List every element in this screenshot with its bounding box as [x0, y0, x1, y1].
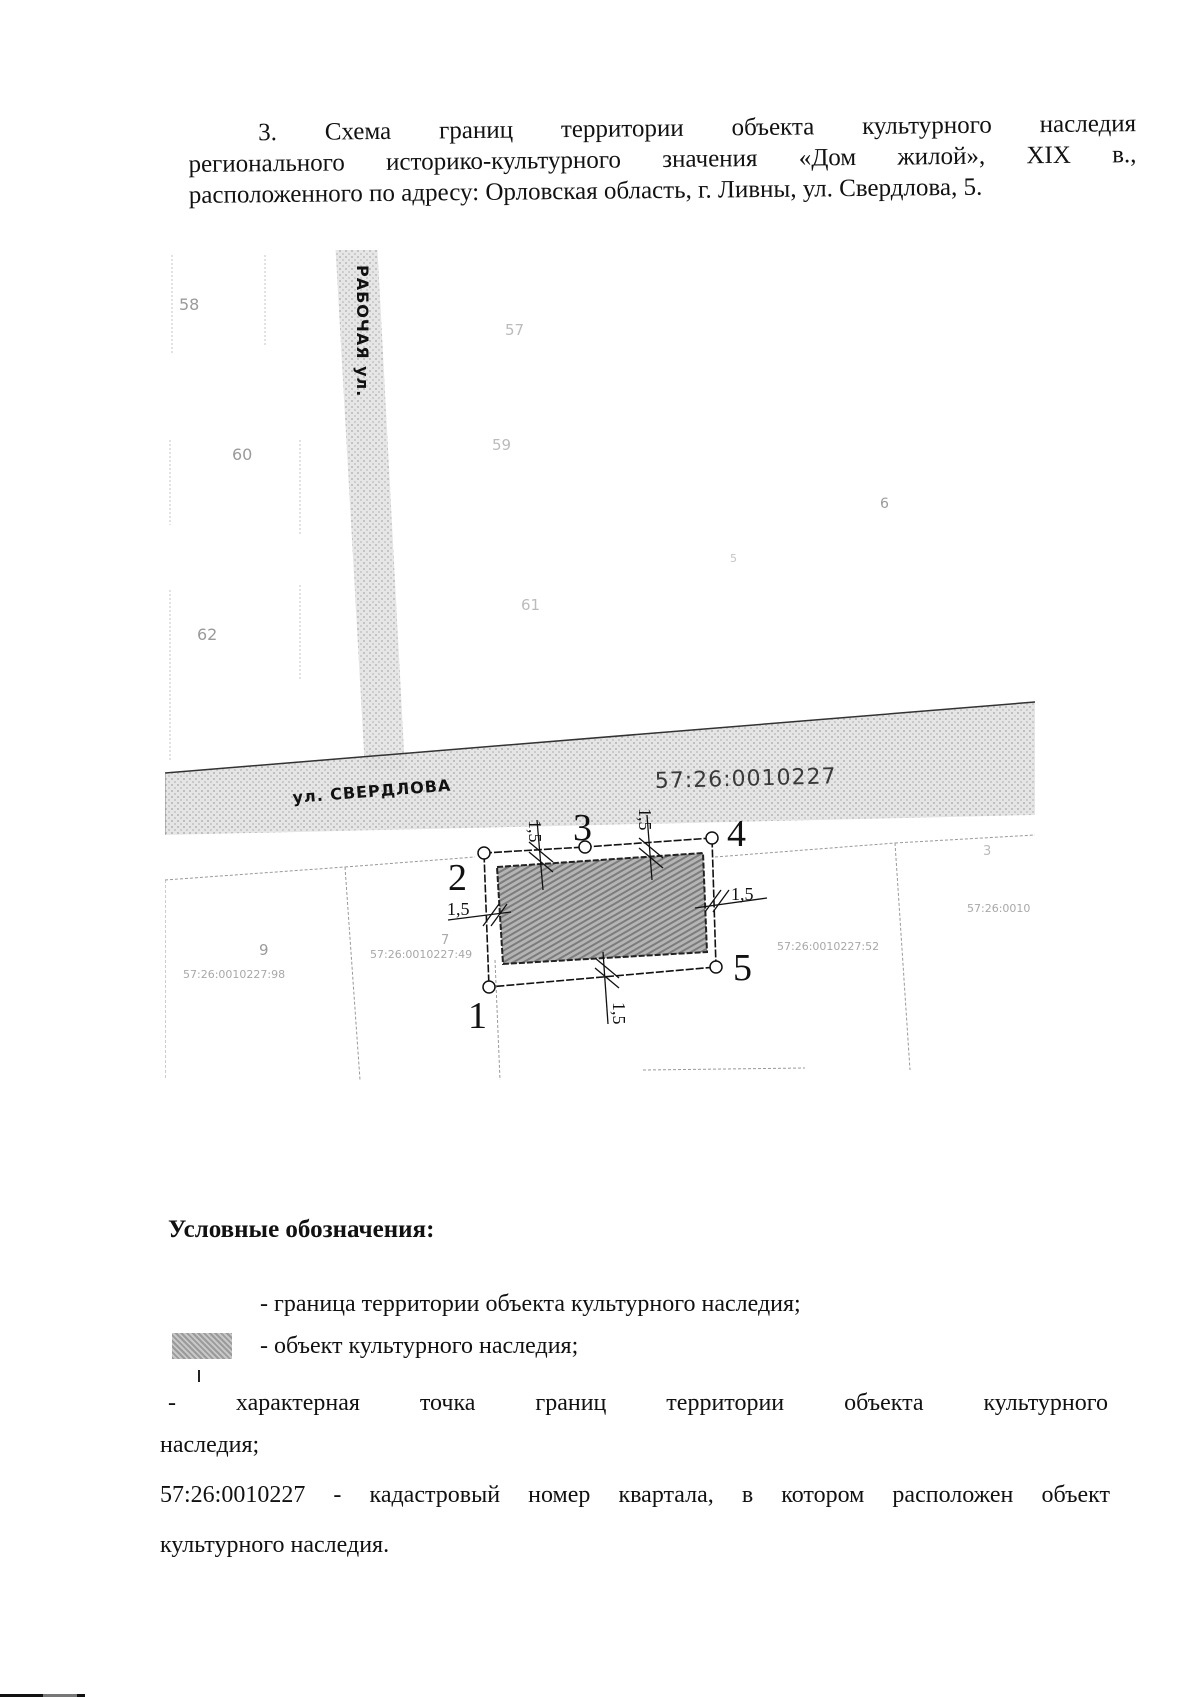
legend-item-point-continuation: наследия;: [160, 1432, 260, 1458]
characteristic-point-icon: [198, 1370, 200, 1382]
characteristic-points: [477, 831, 723, 994]
house-numbers: 58 57 60 59 6 5 62 61 9 7 3: [179, 295, 991, 959]
offset-right: 1,5: [731, 884, 754, 904]
hatched-object-icon: [172, 1333, 232, 1359]
legend-item-boundary: - граница территории объекта культурного…: [260, 1291, 801, 1317]
offset-dimensions: [447, 814, 768, 1025]
house-61: 61: [521, 596, 540, 614]
parcel-numbers: 57:26:0010227:98 57:26:0010227:49 57:26:…: [183, 902, 1030, 981]
point-labels: 1 2 3 4 5: [448, 807, 752, 1037]
house-7: 7: [441, 933, 449, 948]
legend-item-quarter: 57:26:0010227 - кадастровый номер кварта…: [160, 1482, 1110, 1508]
legend-item-quarter-continuation: культурного наследия.: [160, 1532, 390, 1558]
territory-boundary: [483, 837, 717, 988]
point-3-label: 3: [573, 807, 592, 849]
point-5-label: 5: [733, 947, 752, 989]
legend-item-object: - объект культурного наследия;: [260, 1333, 579, 1359]
house-58: 58: [179, 295, 199, 314]
parcel-52: 57:26:0010227:52: [777, 940, 879, 953]
point-5-marker: [709, 960, 723, 974]
parcel-right: 57:26:0010: [967, 902, 1030, 915]
house-3: 3: [983, 844, 991, 859]
scan-edge-mark: [0, 1694, 85, 1697]
house-6: 6: [880, 496, 889, 512]
parcel-49: 57:26:0010227:49: [370, 948, 472, 961]
offset-top-left: 1,5: [525, 820, 545, 843]
quarter-number-label: 57:26:0010227: [655, 764, 837, 794]
point-4-marker: [705, 831, 719, 845]
point-4-label: 4: [727, 813, 746, 855]
rabochaya-street-label: РАБОЧАЯ ул.: [353, 265, 372, 397]
point-3-marker: [578, 840, 592, 854]
heritage-object-building: [495, 851, 709, 966]
point-2-label: 2: [448, 857, 467, 899]
house-5: 5: [730, 552, 737, 565]
house-9: 9: [259, 941, 269, 959]
parcel-lines-south: [165, 834, 1036, 1081]
point-2-marker: [477, 846, 491, 860]
legend-title: Условные обозначения:: [168, 1216, 435, 1243]
parcel-lines-north: [169, 255, 301, 760]
house-62: 62: [197, 625, 217, 644]
parcel-98: 57:26:0010227:98: [183, 968, 285, 981]
point-1-marker: [482, 980, 496, 994]
offset-labels: 1,5 1,5 1,5 1,5 1,5: [447, 808, 754, 1025]
house-60: 60: [232, 445, 252, 464]
scan-edge-mark-2: [43, 1694, 77, 1697]
rabochaya-street: [335, 250, 405, 770]
sverdlova-street: [165, 701, 1036, 835]
house-57: 57: [505, 321, 524, 339]
point-1-label: 1: [468, 995, 487, 1037]
legend-item-point: - характерная точка границ территории об…: [168, 1390, 1108, 1416]
house-59: 59: [492, 436, 511, 454]
offset-left: 1,5: [447, 899, 470, 919]
cadastral-map: РАБОЧАЯ ул. ул. СВЕРДЛОВА 57:26:0010227 …: [165, 250, 1125, 1180]
offset-bottom: 1,5: [609, 1002, 629, 1025]
document-heading: 3. Схема границ территории объекта культ…: [188, 108, 1137, 211]
offset-top-right: 1,5: [635, 808, 655, 831]
